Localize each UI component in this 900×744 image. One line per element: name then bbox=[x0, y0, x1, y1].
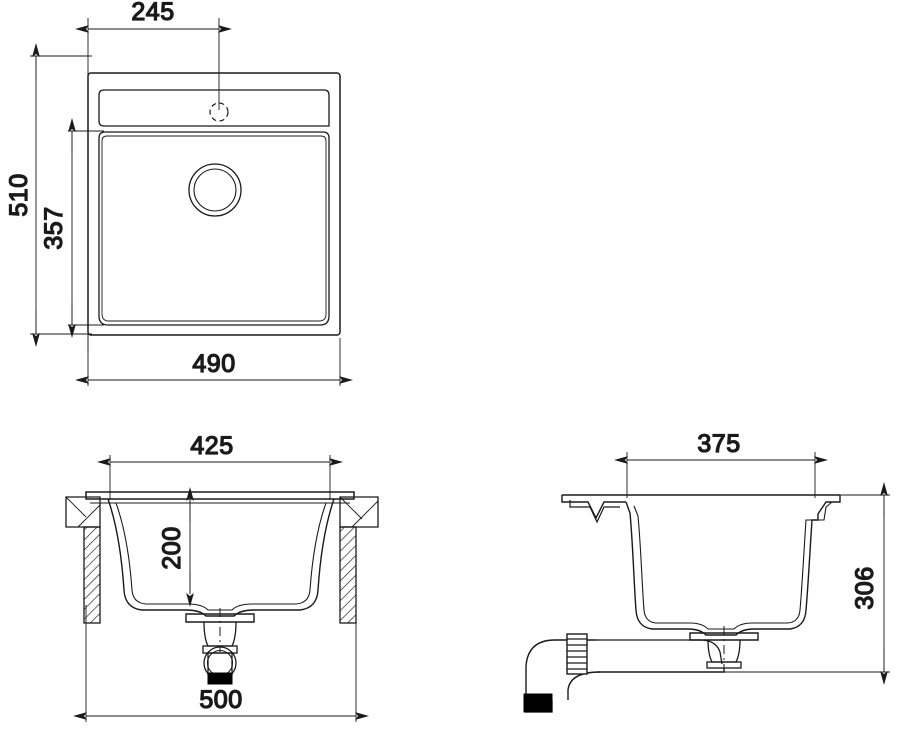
drain-opening bbox=[188, 163, 242, 217]
side-bowl-outer-right bbox=[732, 495, 841, 636]
pipe-end-fill bbox=[523, 693, 553, 713]
drain-outlet-fill bbox=[207, 672, 233, 685]
dimension-500: 500 bbox=[73, 685, 369, 720]
dimension-label-510: 510 bbox=[5, 173, 33, 216]
tap-deck-outline bbox=[98, 89, 330, 127]
dimension-425: 425 bbox=[97, 431, 343, 466]
dimension-200: 200 bbox=[157, 487, 194, 607]
faucet-hole bbox=[209, 102, 229, 122]
side-drain-assembly bbox=[689, 626, 759, 672]
dimension-label-357: 357 bbox=[40, 206, 68, 249]
bowl-section-inner bbox=[115, 502, 327, 611]
side-section-view: 375 306 bbox=[523, 429, 890, 713]
cabinet-wall-left-hatch bbox=[83, 526, 101, 624]
dimension-label-200: 200 bbox=[158, 526, 186, 569]
top-view: 245 510 357 490 bbox=[4, 0, 353, 386]
waste-trap-pipe bbox=[523, 633, 725, 713]
drain-assembly bbox=[185, 608, 255, 685]
side-view-extension-lines bbox=[596, 452, 890, 673]
dimension-510: 510 bbox=[4, 43, 40, 347]
front-rim-outline bbox=[85, 491, 355, 500]
dimension-490: 490 bbox=[75, 349, 353, 384]
dimension-label-425: 425 bbox=[190, 432, 233, 460]
dimension-label-500: 500 bbox=[199, 686, 242, 714]
cabinet-wall-right-hatch bbox=[339, 526, 357, 624]
dimension-245: 245 bbox=[75, 0, 232, 33]
dimension-306: 306 bbox=[850, 482, 888, 685]
pipe-collar-ribbed bbox=[566, 633, 588, 675]
overflow-channel bbox=[569, 500, 620, 524]
bowl-section-outer bbox=[107, 498, 335, 617]
dimension-357: 357 bbox=[39, 118, 76, 338]
countertop-right bbox=[339, 496, 379, 528]
bowl-inner-outline bbox=[98, 131, 330, 326]
dimension-label-306: 306 bbox=[851, 566, 879, 609]
bowl-inner-outline-offset bbox=[101, 135, 327, 322]
side-bowl-inner-right bbox=[732, 501, 833, 630]
sink-outer-outline bbox=[87, 72, 341, 336]
front-section-view: 425 200 500 bbox=[65, 431, 379, 722]
dimension-label-375: 375 bbox=[697, 430, 740, 458]
dimension-375: 375 bbox=[614, 429, 828, 464]
dimension-label-245: 245 bbox=[131, 0, 174, 26]
side-bowl-outer-left bbox=[625, 501, 732, 636]
side-bowl-inner-left bbox=[633, 505, 732, 630]
dimension-label-490: 490 bbox=[192, 350, 235, 378]
